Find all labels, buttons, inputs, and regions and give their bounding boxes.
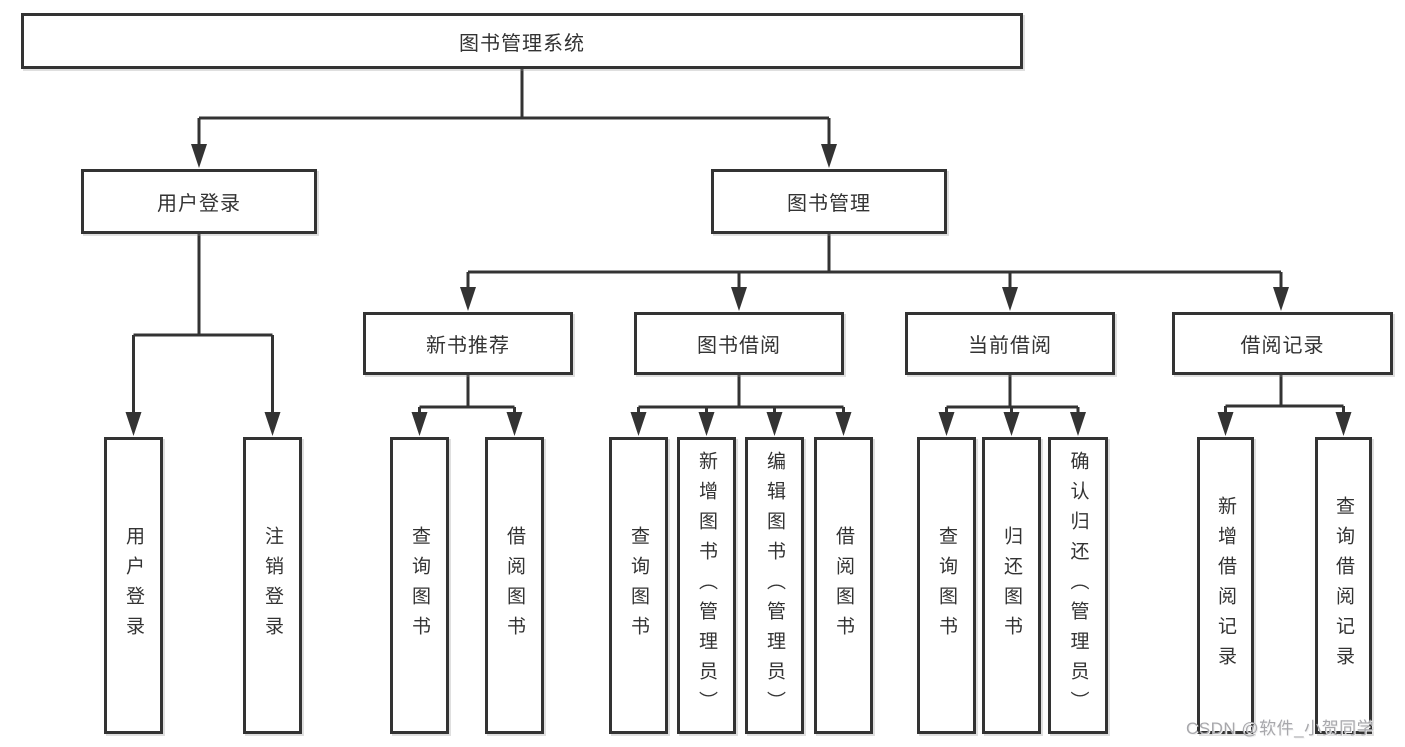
leaf-current-return-books-label: 归还图书 [1001, 525, 1022, 646]
arrowhead-icon [731, 287, 747, 311]
node-user-login-label: 用户登录 [157, 193, 241, 215]
arrowhead-icon [1002, 287, 1018, 311]
leaf-logout: 注销登录 [243, 437, 302, 734]
leaf-user-login-label: 用户登录 [123, 525, 144, 646]
arrowhead-icon [460, 287, 476, 311]
leaf-borrow-query-books-label: 查询图书 [628, 525, 649, 646]
arrowhead-icon [264, 412, 281, 436]
leaf-logout-label: 注销登录 [262, 525, 283, 646]
arrowhead-icon [1273, 287, 1289, 311]
csdn-watermark: CSDN @软件_小贺同学 [1186, 719, 1375, 738]
leaf-record-query-label: 查询借阅记录 [1333, 495, 1354, 676]
arrowhead-icon [1335, 412, 1352, 436]
arrowhead-icon [191, 144, 207, 168]
arrowhead-icon [1070, 412, 1086, 436]
node-borrow-record: 借阅记录 [1172, 312, 1393, 375]
leaf-current-query-books: 查询图书 [917, 437, 976, 734]
arrowhead-icon [630, 412, 647, 436]
node-current-borrow: 当前借阅 [905, 312, 1115, 375]
leaf-current-return-books: 归还图书 [982, 437, 1041, 734]
arrowhead-icon [698, 412, 715, 436]
arrowhead-icon [821, 144, 837, 168]
leaf-current-confirm-return-admin: 确认归还（管理员） [1048, 437, 1108, 734]
arrowhead-icon [1217, 412, 1234, 436]
arrowhead-icon [506, 412, 523, 436]
leaf-record-add-label: 新增借阅记录 [1215, 495, 1236, 676]
node-new-book-recommend-label: 新书推荐 [426, 335, 510, 357]
leaf-current-query-books-label: 查询图书 [936, 525, 957, 646]
leaf-borrow-borrow-books: 借阅图书 [814, 437, 873, 734]
leaf-borrow-borrow-books-label: 借阅图书 [833, 525, 854, 646]
leaf-borrow-edit-books-admin: 编辑图书（管理员） [745, 437, 804, 734]
leaf-record-query: 查询借阅记录 [1315, 437, 1372, 734]
leaf-borrow-edit-books-admin-label: 编辑图书（管理员） [764, 450, 785, 721]
arrowhead-icon [1003, 412, 1020, 436]
leaf-recommend-borrow-books: 借阅图书 [485, 437, 544, 734]
node-book-borrow-label: 图书借阅 [697, 335, 781, 357]
leaf-borrow-query-books: 查询图书 [609, 437, 668, 734]
node-new-book-recommend: 新书推荐 [363, 312, 573, 375]
arrowhead-icon [125, 412, 142, 436]
node-user-login: 用户登录 [81, 169, 317, 234]
arrowhead-icon [766, 412, 783, 436]
leaf-borrow-add-books-admin: 新增图书（管理员） [677, 437, 736, 734]
leaf-current-confirm-return-admin-label: 确认归还（管理员） [1067, 450, 1089, 721]
arrowhead-icon [938, 412, 955, 436]
node-root-label: 图书管理系统 [459, 32, 585, 55]
leaf-user-login: 用户登录 [104, 437, 163, 734]
node-book-management: 图书管理 [711, 169, 947, 234]
node-book-borrow: 图书借阅 [634, 312, 844, 375]
leaf-recommend-query-books: 查询图书 [390, 437, 449, 734]
node-borrow-record-label: 借阅记录 [1240, 335, 1325, 357]
node-root: 图书管理系统 [21, 13, 1023, 69]
leaf-record-add: 新增借阅记录 [1197, 437, 1254, 734]
arrowheads [125, 144, 1352, 436]
leaf-recommend-query-books-label: 查询图书 [409, 525, 430, 646]
arrowhead-icon [835, 412, 852, 436]
leaf-borrow-add-books-admin-label: 新增图书（管理员） [696, 450, 717, 721]
leaf-recommend-borrow-books-label: 借阅图书 [504, 525, 525, 646]
node-book-management-label: 图书管理 [787, 193, 871, 215]
node-current-borrow-label: 当前借阅 [968, 335, 1052, 357]
arrowhead-icon [411, 412, 428, 436]
